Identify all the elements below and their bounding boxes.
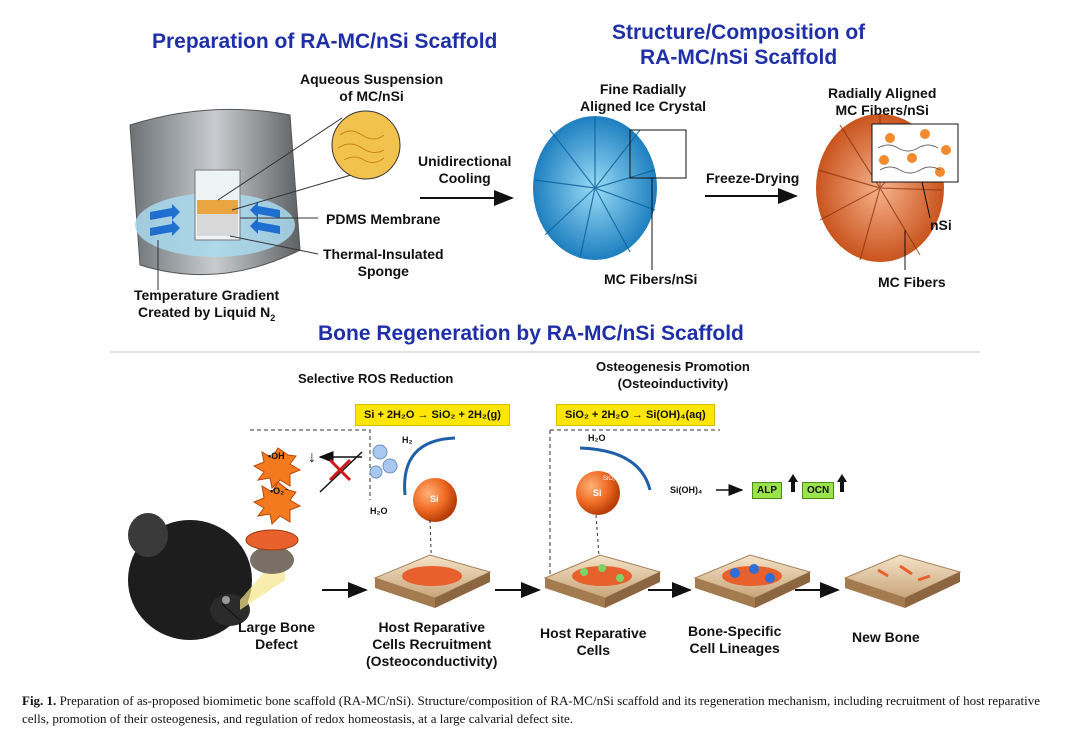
host-cells-label: Host Reparative Cells <box>540 625 647 658</box>
si-label-2: Si <box>593 488 602 498</box>
new-bone-label: New Bone <box>852 629 920 645</box>
unidirectional-label: Unidirectional Cooling <box>418 153 512 186</box>
structure-title: Structure/Composition of RA-MC/nSi Scaff… <box>612 21 866 69</box>
ice-label: Fine Radially Aligned Ice Crystal <box>580 81 707 114</box>
sioh4-label: Si(OH)₄ <box>670 485 703 495</box>
caption-text: Preparation of as-proposed biomimetic bo… <box>22 693 1041 726</box>
h2-label: H₂ <box>402 435 413 445</box>
figure-caption: Fig. 1. Preparation of as-proposed biomi… <box>22 692 1062 728</box>
defect-label: Large Bone Defect <box>238 619 316 652</box>
host-recruit-label: Host Reparative Cells Recruitment (Osteo… <box>366 619 498 669</box>
freeze-label: Freeze-Drying <box>706 170 800 186</box>
alp-badge: ALP <box>752 482 782 499</box>
equation-1: Si + 2H₂O → SiO₂ + 2H₂(g) <box>355 404 510 426</box>
ros-panel <box>250 429 457 579</box>
mc-fibers-nsi-label: MC Fibers/nSi <box>604 271 698 287</box>
ros-title: Selective ROS Reduction <box>298 371 454 386</box>
osteo-panel <box>549 429 847 575</box>
dewar-container <box>129 108 401 290</box>
sio2-shell-label: SiO₂ <box>603 476 616 482</box>
ice-crystal-scaffold <box>533 116 687 270</box>
oh-radical-label: •OH <box>268 451 285 461</box>
prep-title: Preparation of RA-MC/nSi Scaffold <box>152 30 498 53</box>
h2o-label-2: H₂O <box>588 433 606 443</box>
mc-fibers-label: MC Fibers <box>878 274 946 290</box>
gradient-label: Temperature Gradient Created by Liquid N… <box>134 287 280 323</box>
lineages-label: Bone-Specific Cell Lineages <box>688 623 782 656</box>
ocn-badge: OCN <box>802 482 835 499</box>
si-label-1: Si <box>430 494 439 504</box>
bone-title: Bone Regeneration by RA-MC/nSi Scaffold <box>318 322 744 345</box>
o2-radical-label: •O₂⁻ <box>270 486 289 496</box>
radial-label: Radially Aligned MC Fibers/nSi <box>828 85 937 118</box>
h2o-label-1: H₂O <box>370 506 388 516</box>
oh-down-arrow-icon: ↓ <box>308 449 316 466</box>
mouse <box>128 513 299 640</box>
nsi-label: nSi <box>930 217 952 233</box>
sponge-label: Thermal-Insulated Sponge <box>323 246 444 279</box>
pdms-label: PDMS Membrane <box>326 211 441 227</box>
caption-label: Fig. 1. <box>22 693 57 708</box>
equation-2: SiO₂ + 2H₂O → Si(OH)₄(aq) <box>556 404 715 426</box>
aqueous-label: Aqueous Suspension of MC/nSi <box>300 71 444 104</box>
osteo-title: Osteogenesis Promotion (Osteoinductivity… <box>596 359 750 391</box>
bone-blocks <box>373 554 962 608</box>
fiber-scaffold <box>816 114 959 270</box>
